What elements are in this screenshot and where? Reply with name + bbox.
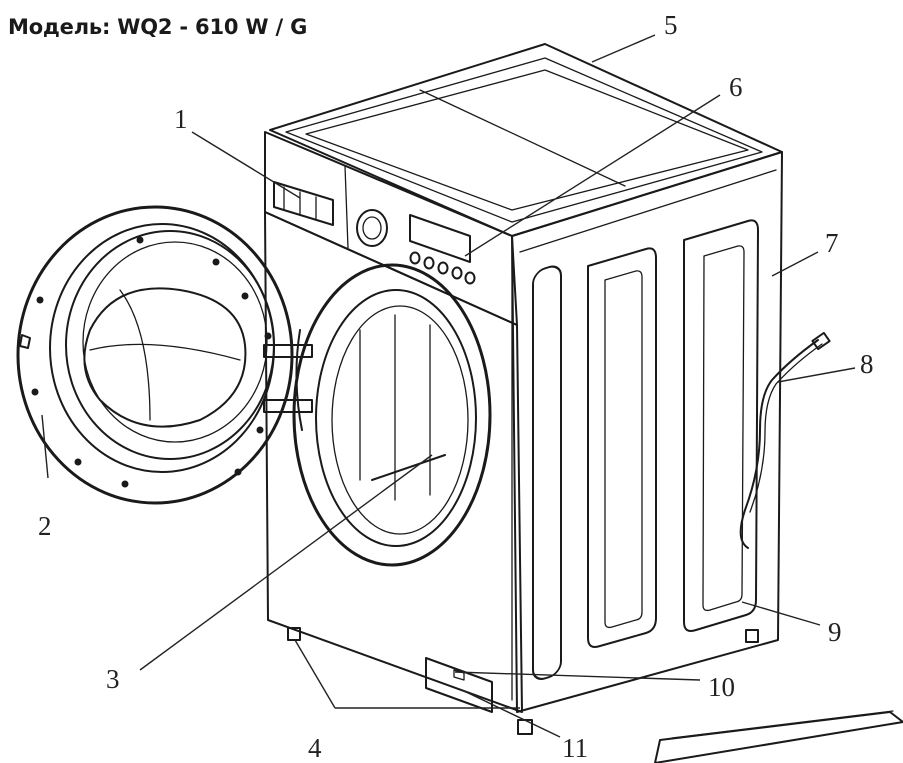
model-title: Модель: WQ2 - 610 W / G <box>8 15 308 39</box>
accessory-box <box>654 710 903 763</box>
side-ribs <box>532 219 759 680</box>
open-door <box>16 205 313 505</box>
filter-cover <box>425 657 493 713</box>
callout-6: 6 <box>729 72 743 102</box>
door-hinge <box>263 344 313 413</box>
callout-2: 2 <box>38 511 52 541</box>
program-knob <box>356 209 388 247</box>
callout-9: 9 <box>828 617 842 647</box>
side-panel <box>511 151 783 713</box>
power-cord <box>739 331 831 549</box>
callout-4: 4 <box>308 733 322 763</box>
door-screws <box>31 236 272 488</box>
detergent-drawer <box>273 181 334 226</box>
adjustable-feet <box>287 627 759 735</box>
control-buttons <box>409 251 476 285</box>
callout-11: 11 <box>562 733 588 763</box>
callout-8: 8 <box>860 349 874 379</box>
callout-5: 5 <box>664 10 678 40</box>
callout-10: 10 <box>708 672 735 702</box>
display-screen <box>409 214 471 263</box>
door-opening <box>292 263 492 567</box>
leader-lines <box>41 34 856 738</box>
front-panel <box>264 211 523 713</box>
control-panel <box>264 131 518 326</box>
callout-labels: 1 2 3 4 5 6 7 8 9 10 11 <box>38 10 874 763</box>
callout-1: 1 <box>174 104 188 134</box>
callout-3: 3 <box>106 664 120 694</box>
callout-7: 7 <box>825 228 839 258</box>
